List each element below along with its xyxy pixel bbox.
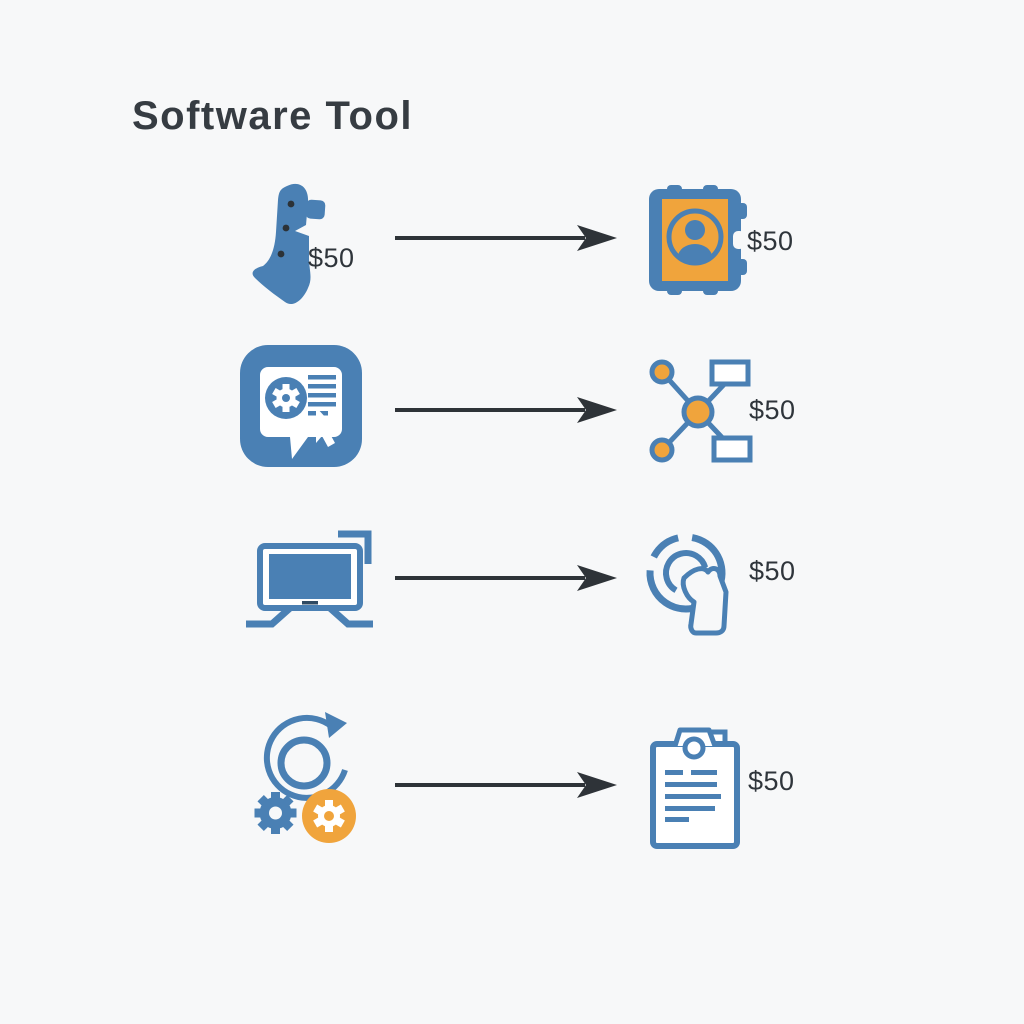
price-label: $50 <box>749 556 796 586</box>
small-square-shape <box>305 199 326 220</box>
settings-report-bubble-icon <box>240 345 362 467</box>
price-label: $50 <box>749 395 796 425</box>
arrow-right-icon <box>393 223 621 253</box>
arrow-right-icon <box>393 395 621 425</box>
price-label: $50 <box>747 226 794 256</box>
price-label: $50 <box>748 766 795 796</box>
desktop-monitor-icon <box>242 526 377 631</box>
abstract-tool-icon <box>245 180 355 310</box>
arrow-right-icon <box>393 563 621 593</box>
price-label: $50 <box>308 243 355 273</box>
page-title: Software Tool <box>132 94 413 138</box>
process-cycle-gears-icon <box>243 708 373 848</box>
arrow-right-icon <box>393 770 621 800</box>
touch-dial-icon <box>638 528 750 640</box>
network-nodes-icon <box>642 352 754 470</box>
clipboard-report-icon <box>645 722 747 854</box>
user-id-badge-icon <box>645 185 747 297</box>
